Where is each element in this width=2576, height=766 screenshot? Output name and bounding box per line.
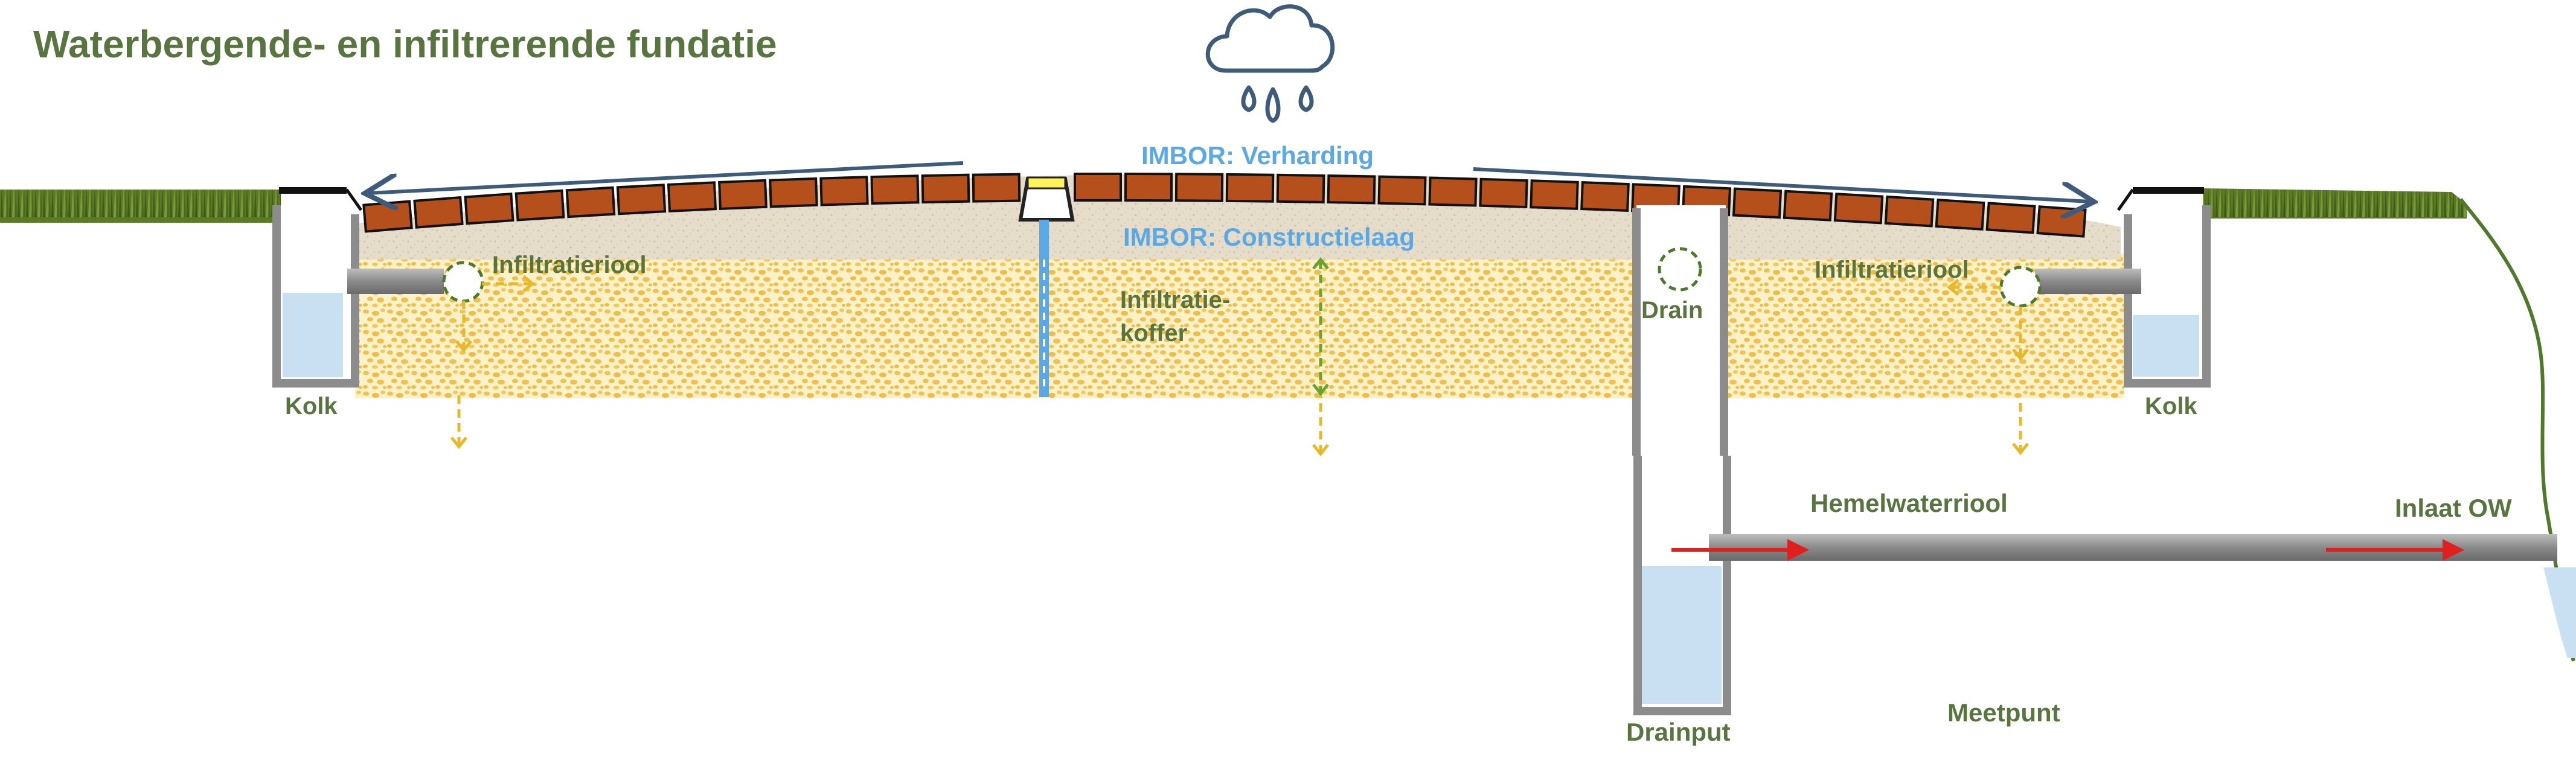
label-infiltratieriool-left: Infiltratieriool	[492, 252, 647, 278]
kolk-right	[2116, 187, 2211, 388]
paving-brick	[362, 200, 413, 233]
paving-brick	[464, 193, 514, 225]
grass-left	[0, 190, 281, 223]
paving-brick	[718, 179, 767, 211]
paving-brick	[413, 196, 464, 229]
runoff-arrow-left	[368, 161, 964, 193]
label-kolk-left: Kolk	[285, 393, 338, 420]
infiltration-pipe-right	[2035, 269, 2141, 294]
paving-brick	[819, 176, 869, 206]
label-kolk-right: Kolk	[2145, 393, 2197, 420]
paving-brick	[1833, 193, 1884, 225]
label-infiltratiekoffer-2: koffer	[1120, 320, 1187, 346]
paving-brick	[1377, 175, 1427, 206]
drain-circle-right	[1999, 266, 2042, 308]
paving-brick	[1073, 172, 1123, 202]
paving-brick	[667, 181, 717, 212]
label-verharding: IMBOR: Verharding	[1141, 141, 1374, 170]
label-hemelwaterriool: Hemelwaterriool	[1810, 489, 2008, 517]
label-drainput: Drainput	[1626, 718, 1731, 746]
drain-shaft	[1632, 205, 1728, 459]
drain-circle-left	[442, 261, 484, 303]
grass-right	[2203, 188, 2467, 219]
paving-brick	[565, 186, 616, 219]
label-constructielaag: IMBOR: Constructielaag	[1123, 223, 1415, 251]
label-infiltratiekoffer-1: Infiltratie-	[1120, 287, 1230, 313]
paving-brick	[1580, 181, 1630, 212]
paving-brick	[1732, 187, 1783, 219]
paving-brick	[972, 173, 1021, 203]
paving-brick	[1225, 173, 1275, 203]
paving-brick	[1935, 198, 1985, 231]
label-infiltratieriool-right: Infiltratieriool	[1815, 257, 1969, 283]
water-level-arrow	[1312, 257, 1329, 397]
central-gully	[1018, 176, 1075, 222]
label-inlaat-ow: Inlaat OW	[2395, 494, 2512, 522]
paving-brick	[2036, 205, 2087, 238]
drainput	[1633, 456, 1731, 715]
rain-cloud-icon	[1205, 4, 1335, 123]
paving-brick	[1276, 173, 1325, 203]
paving-brick	[1985, 202, 2036, 234]
paving-brick	[1174, 173, 1224, 202]
label-meetpunt: Meetpunt	[1947, 698, 2060, 727]
open-water	[2543, 567, 2576, 658]
paving-brick	[1884, 195, 1935, 228]
kolk-left	[272, 187, 363, 388]
label-drain: Drain	[1641, 297, 1703, 324]
paving-brick	[1124, 172, 1173, 202]
paving-brick	[870, 174, 920, 205]
hemelwaterriool-pipe	[1709, 534, 2557, 561]
paving-brick	[769, 177, 818, 208]
infiltration-arrowheads	[450, 275, 2029, 457]
paving-brick	[1783, 190, 1833, 222]
paving-brick	[1327, 174, 1376, 205]
infiltration-pipe-left	[347, 269, 444, 294]
paving-brick	[1428, 176, 1478, 207]
paving-brick	[616, 184, 667, 215]
paving-brick	[1479, 177, 1528, 209]
infiltration-tube	[1039, 220, 1049, 397]
paving-brick	[1530, 179, 1579, 210]
infiltration-gravel-left	[355, 254, 1632, 398]
paving-brick	[921, 173, 970, 204]
paving-brick	[514, 189, 565, 222]
drain-circle-center	[1658, 247, 1702, 292]
infiltration-arrows	[457, 282, 2022, 453]
page-title: Waterbergende- en infiltrerende fundatie	[33, 22, 777, 66]
runoff-arrow-right	[1473, 167, 2091, 202]
